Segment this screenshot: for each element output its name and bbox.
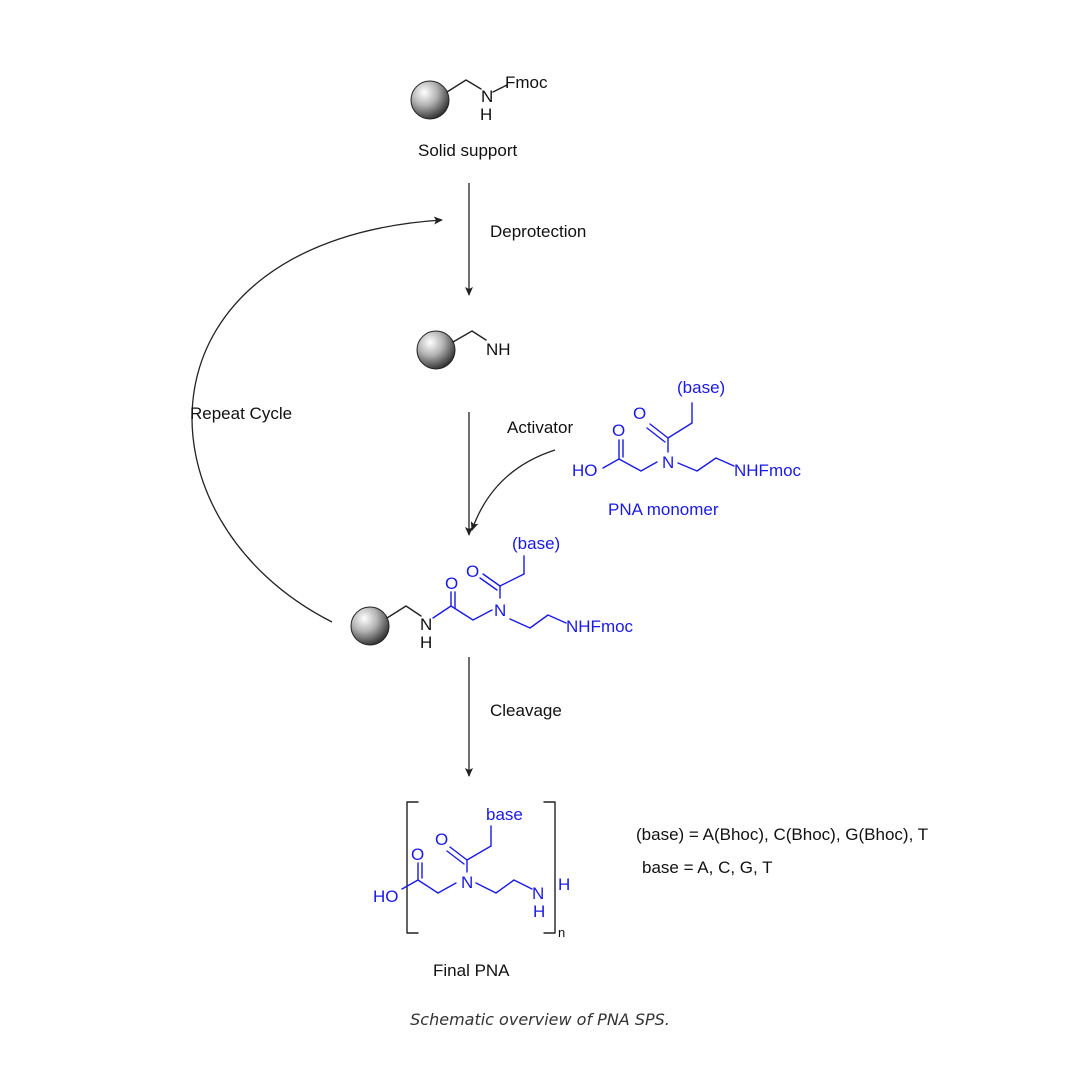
activator-label: Activator bbox=[507, 418, 573, 437]
atom-n: N bbox=[532, 884, 544, 903]
resin-bead-icon bbox=[410, 80, 450, 120]
carbonyl-bond bbox=[667, 422, 693, 439]
atom-ho: HO bbox=[373, 887, 399, 906]
final-pna-structure: base O N N H H O HO n bbox=[373, 801, 570, 940]
atom-o: O bbox=[435, 830, 448, 849]
atom-n: N bbox=[662, 453, 674, 472]
legend-bases: base = A, C, G, T bbox=[642, 858, 773, 877]
repeat-cycle-label: Repeat Cycle bbox=[190, 404, 292, 423]
atom-h: H bbox=[480, 105, 492, 124]
repeat-cycle-arrow bbox=[191, 216, 443, 623]
resin-bead-icon bbox=[350, 606, 390, 646]
left-bracket bbox=[406, 801, 419, 934]
atom-ho: HO bbox=[572, 461, 598, 480]
linker-bond bbox=[446, 79, 482, 93]
atom-o: O bbox=[633, 404, 646, 423]
c-o-double-bond bbox=[649, 423, 669, 439]
atom-base-protected: (base) bbox=[677, 378, 725, 397]
atom-o: O bbox=[466, 562, 479, 581]
deprotected-resin-structure: NH bbox=[416, 330, 511, 370]
deprotection-label: Deprotection bbox=[490, 222, 586, 241]
pna-monomer-label: PNA monomer bbox=[608, 500, 719, 519]
atom-n: N bbox=[461, 873, 473, 892]
atom-nhfmoc: NHFmoc bbox=[566, 617, 634, 636]
glycine-bond bbox=[401, 879, 457, 894]
cleavage-label: Cleavage bbox=[490, 701, 562, 720]
figure-caption: Schematic overview of PNA SPS. bbox=[410, 1010, 670, 1029]
c-o-double-bond-2 bbox=[646, 427, 666, 443]
c-o-double-bond bbox=[482, 573, 501, 587]
atom-o: O bbox=[411, 845, 424, 864]
c-o-double-bond-2 bbox=[446, 850, 465, 865]
aeg-backbone-bond bbox=[475, 879, 533, 894]
aeg-backbone-bond bbox=[509, 614, 567, 629]
atom-base-protected: (base) bbox=[512, 534, 560, 553]
resin-bead-icon bbox=[416, 330, 456, 370]
repeat-subscript: n bbox=[558, 925, 565, 940]
atom-n: N bbox=[420, 615, 432, 634]
amide-bond bbox=[432, 605, 493, 621]
atom-n: N bbox=[494, 601, 506, 620]
final-pna-label: Final PNA bbox=[433, 961, 510, 980]
solid-support-structure: N H Fmoc bbox=[410, 73, 548, 124]
atom-o: O bbox=[445, 574, 458, 593]
monomer-addition-arrow bbox=[470, 449, 556, 531]
c-o-double-bond-2 bbox=[479, 577, 498, 591]
solid-support-label: Solid support bbox=[418, 141, 518, 160]
atom-o: O bbox=[612, 421, 625, 440]
atom-n: N bbox=[481, 87, 493, 106]
legend-protected-bases: (base) = A(Bhoc), C(Bhoc), G(Bhoc), T bbox=[636, 825, 928, 844]
atom-h: H bbox=[558, 875, 570, 894]
atom-nh: NH bbox=[486, 340, 511, 359]
carbonyl-bond bbox=[466, 845, 492, 861]
carbonyl-bond bbox=[499, 573, 525, 587]
c-o-double-bond bbox=[449, 846, 468, 861]
linker-bond bbox=[452, 330, 487, 343]
atom-h: H bbox=[533, 902, 545, 921]
glycine-bond bbox=[602, 458, 658, 472]
pna-monomer-structure: (base) O N NHFmoc O HO bbox=[572, 378, 802, 480]
atom-base: base bbox=[486, 805, 523, 824]
coupled-resin-structure: N H O N O (base) NHFmoc bbox=[350, 534, 634, 652]
atom-nhfmoc: NHFmoc bbox=[734, 461, 802, 480]
atom-h: H bbox=[420, 633, 432, 652]
linker-bond bbox=[386, 605, 422, 619]
n-fmoc-bond bbox=[492, 84, 508, 93]
aeg-backbone-bond bbox=[677, 457, 735, 472]
atom-fmoc: Fmoc bbox=[505, 73, 548, 92]
right-bracket bbox=[543, 801, 556, 934]
